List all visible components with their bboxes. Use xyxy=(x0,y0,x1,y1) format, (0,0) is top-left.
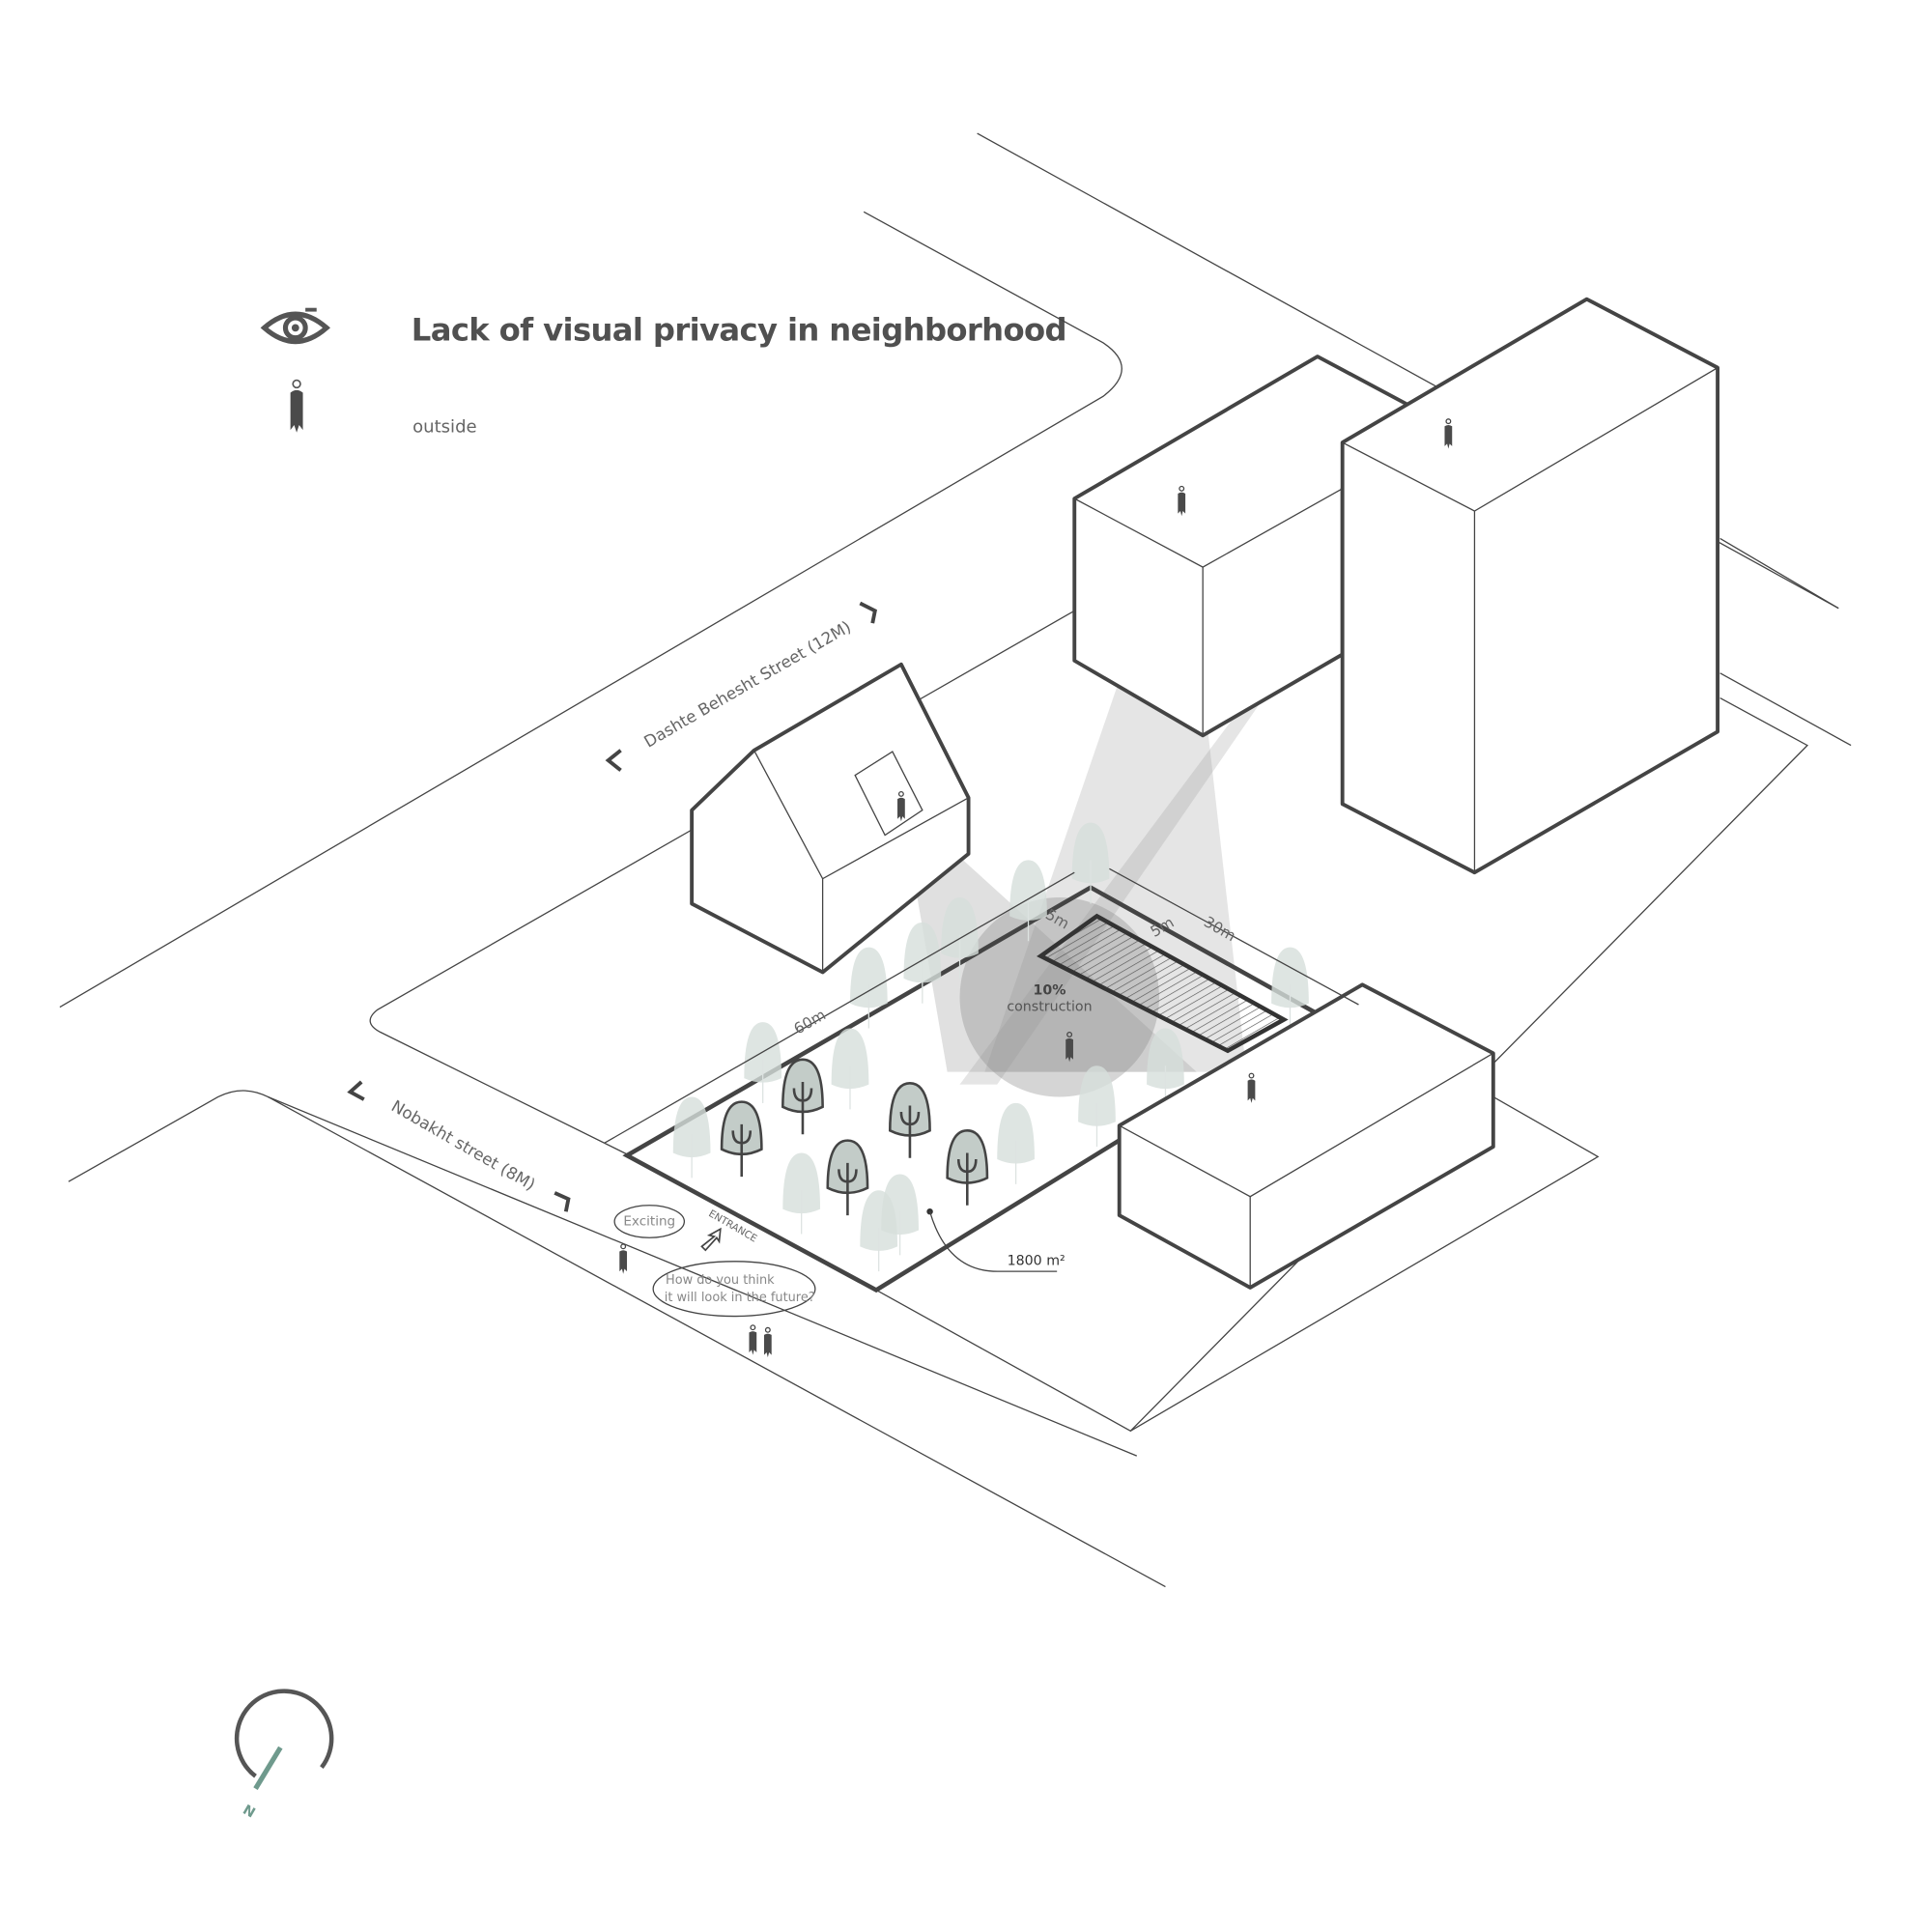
tree xyxy=(881,1174,919,1236)
tower-building xyxy=(1340,297,1719,875)
people xyxy=(619,418,1453,1358)
speech-question-line1: How do you think xyxy=(666,1273,775,1288)
tree xyxy=(1009,860,1047,921)
eye-icon xyxy=(260,307,330,344)
tree xyxy=(850,947,888,1009)
person-icon xyxy=(763,1326,772,1358)
tree xyxy=(782,1152,821,1214)
person-icon xyxy=(1444,418,1453,449)
person-icon xyxy=(897,790,905,822)
tree xyxy=(831,1028,869,1090)
tree xyxy=(1147,1028,1184,1090)
speech-exciting: Exciting xyxy=(623,1213,675,1229)
north-compass: N xyxy=(234,1689,334,1822)
tree xyxy=(997,1102,1035,1164)
compass-n-label: N xyxy=(240,1803,257,1822)
direction-arrows xyxy=(347,601,877,1212)
tree xyxy=(1078,1065,1116,1126)
person-icon xyxy=(619,1243,628,1274)
tree xyxy=(1071,822,1110,884)
trees xyxy=(672,822,1309,1272)
tree xyxy=(941,897,979,958)
tree xyxy=(903,922,942,983)
legend-title: Lack of visual privacy in neighborhood xyxy=(412,311,1066,348)
tree xyxy=(672,1096,711,1158)
south-building xyxy=(1117,982,1495,1290)
dim-length: 60m xyxy=(791,1006,829,1037)
entrance-arrow-icon xyxy=(700,1227,722,1252)
person-icon xyxy=(749,1324,757,1355)
person-icon xyxy=(290,379,303,433)
legend-outside-label: outside xyxy=(412,417,477,438)
speech-question-line2: it will look in the future? xyxy=(665,1291,815,1305)
person-icon xyxy=(1178,485,1186,517)
street-label-south: Nobakht street (8M) xyxy=(388,1096,539,1195)
house-building xyxy=(690,662,971,975)
construction-footprint xyxy=(1037,913,1289,1054)
construction-percent: 10% xyxy=(1033,983,1065,999)
area-label: 1800 m² xyxy=(1008,1254,1065,1269)
person-icon xyxy=(1065,1031,1073,1063)
person-icon xyxy=(1247,1072,1256,1103)
construction-label: construction xyxy=(1007,999,1092,1014)
